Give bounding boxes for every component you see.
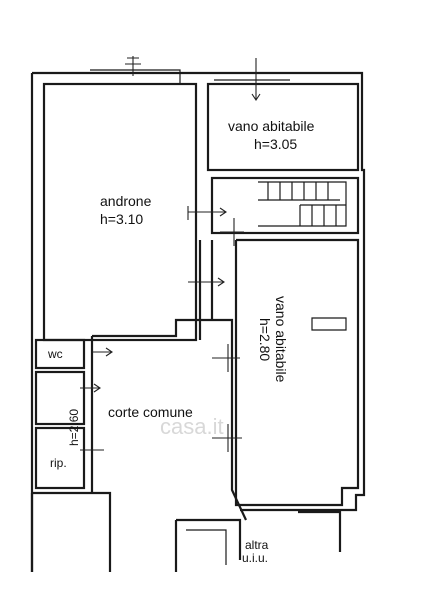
rip-label: rip.: [50, 456, 67, 470]
wc-label: wc: [47, 347, 63, 361]
altra-uiu: [174, 510, 342, 572]
left-strip-height: h=2.60: [67, 409, 81, 446]
vano-top-room: [206, 82, 360, 172]
corte-label: corte comune: [108, 404, 193, 420]
vano-right-height: h=2.80: [257, 318, 273, 361]
vano-right-niche: [311, 317, 347, 331]
androne-top-opening: [90, 69, 181, 84]
stair-block: [210, 176, 360, 235]
altra-label-2: u.i.u.: [242, 551, 268, 565]
vano-top-height: h=3.05: [254, 136, 297, 152]
altra-label-1: altra: [245, 538, 269, 552]
staircase: [258, 181, 347, 227]
vano-right-label: vano abitabile: [273, 296, 289, 383]
door-markers: [80, 56, 261, 452]
corte-room: [90, 318, 247, 521]
vano-right-room: [234, 238, 360, 507]
rip-room: [34, 426, 86, 490]
bottom-wall-left: [30, 491, 112, 572]
androne-label: androne: [100, 193, 152, 209]
watermark: casa.it: [160, 414, 224, 439]
vano-top-label: vano abitabile: [228, 118, 315, 134]
left-strip-room: [34, 370, 86, 426]
corridor-walls: [198, 240, 214, 340]
androne-height: h=3.10: [100, 211, 143, 227]
altra-inner: [186, 529, 227, 565]
wc-room: [34, 338, 86, 370]
outer-wall: [30, 71, 366, 572]
